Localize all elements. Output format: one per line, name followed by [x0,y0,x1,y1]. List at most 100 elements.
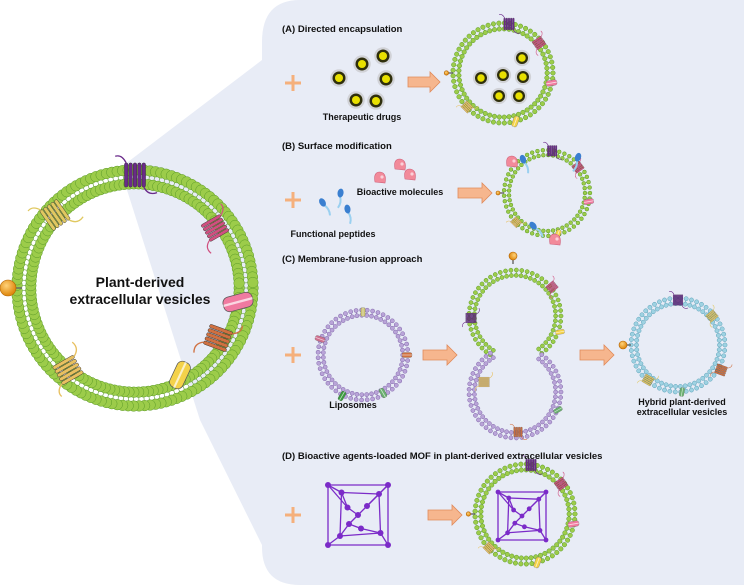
vesicle-a-yellow-protein [455,100,479,114]
vesicle-d-yellow-protein [477,541,501,555]
therapeutic-drugs-label: Therapeutic drugs [322,112,402,122]
functional-peptides-label: Functional peptides [290,229,376,239]
main-pink-protein [201,203,229,254]
section-b-title: (B) Surface modification [282,141,392,152]
main-yellow-protein [52,341,84,397]
surface-peptide-2 [519,154,530,174]
bioactive-molecules-label: Bioactive molecules [356,187,444,197]
plus-icon-c [285,347,301,363]
hybrid-purple-protein [668,291,689,309]
liposome-top-channel [360,307,366,317]
hybrid-coil-protein [637,373,660,387]
surface-molecule-1 [506,155,518,168]
vesicle-b-pink-channel [583,198,594,205]
drug-particle-a-in-1 [494,66,512,84]
drug-particle-a-2 [374,47,392,65]
surface-molecule-2 [549,233,561,246]
vesicle-d-pink-channel [567,520,580,528]
vesicle-b-yellow-protein [505,216,527,228]
fusion-yellow-protein [475,371,493,392]
fusion-orange-protein [509,423,528,440]
section-d-graphics [285,455,580,569]
fusion-pink-protein [545,275,559,299]
main-yellow-coil-protein [27,199,84,231]
section-a-graphics [285,14,558,128]
drug-particle-a-in-4 [490,87,508,105]
arrow-b [457,182,493,204]
liposome-green-channel-2 [378,388,388,398]
section-d-title: (D) Bioactive agents-loaded MOF in plant… [282,451,603,462]
vesicle-d-pink-protein [554,471,568,497]
fusion-purple-membrane [466,350,564,441]
drug-particle-a-1 [353,55,371,73]
drug-particle-a-in-3 [514,68,532,86]
plus-icon-b [285,192,301,208]
hybrid-label-line2: extracellular vesicles [636,407,728,417]
section-c-graphics [285,251,733,441]
main-vesicle-title-line1: Plant-derived [95,274,185,290]
main-orange-anchor [0,279,22,297]
vesicle-a-pink-channel [545,79,558,87]
functional-peptide-3 [344,204,352,225]
fusion-green-channel [553,406,563,414]
arrow-d [427,504,463,526]
surface-peptide-3 [529,221,544,238]
liposome-pink-channel [314,335,326,343]
main-purple-protein [114,155,158,195]
hybrid-yellow-protein [705,304,719,328]
mof-in-vesicle [495,489,549,543]
main-vesicle-membrane [11,164,259,412]
main-pink-channel [222,291,254,313]
bioactive-molecule-1 [394,158,406,171]
plus-icon-a [285,75,301,91]
vesicle-a-anchor [443,70,453,76]
vesicle-a-yellow-channel [511,115,520,128]
vesicle-a-pink-protein [532,30,546,56]
liposomes-label: Liposomes [329,400,377,410]
vesicle-b-anchor [495,190,504,196]
hybrid-orange-protein [709,363,733,377]
liposome-orange-channel [401,352,413,358]
fusion-anchor [508,251,518,264]
main-yellow-channel [169,360,191,390]
vesicle-d-purple-protein [520,455,543,475]
fusion-yellow-channel [555,329,565,335]
section-c-title: (C) Membrane-fusion approach [282,254,423,265]
vesicle-a-purple-protein [498,14,521,34]
functional-peptide-1 [319,198,331,216]
main-vesicle-title-line2: extracellular vesicles [69,291,211,307]
drug-particle-a-3 [377,70,395,88]
surface-peptide-1 [572,152,582,173]
vesicle-b-membrane [501,147,593,239]
mof-framework [325,482,391,548]
arrow-a [407,71,441,93]
hybrid-green-channel [679,387,685,397]
drug-particle-a-0 [330,69,348,87]
bioactive-molecule-3 [374,171,386,184]
arrow-c1 [422,344,458,366]
bioactive-molecule-2 [404,168,416,181]
fusion-purple-protein [462,307,480,328]
liposome-green-channel-1 [337,391,347,401]
vesicle-d-anchor [465,511,475,517]
section-a-title: (A) Directed encapsulation [282,24,403,35]
detail-panel-background [262,0,744,585]
drug-particle-a-in-0 [472,69,490,87]
vesicle-a-membrane [450,20,556,126]
drug-particle-a-in-5 [510,87,528,105]
main-vesicle [0,155,259,412]
section-b-graphics [285,141,594,246]
drug-particle-a-in-2 [513,49,531,67]
hybrid-label-line1: Hybrid plant-derived [638,397,726,407]
main-vesicle-title: Plant-derived extracellular vesicles [55,274,225,308]
main-orange-protein [193,324,244,353]
vesicle-b-purple-protein [543,141,563,160]
hybrid-vesicles-label: Hybrid plant-derived extracellular vesic… [622,397,742,417]
vesicle-d-yellow-channel [533,556,542,569]
arrow-c2 [579,344,615,366]
drug-particle-a-4 [347,91,365,109]
functional-peptide-2 [337,188,344,209]
hybrid-anchor [618,340,631,350]
drug-particle-a-5 [367,92,385,110]
